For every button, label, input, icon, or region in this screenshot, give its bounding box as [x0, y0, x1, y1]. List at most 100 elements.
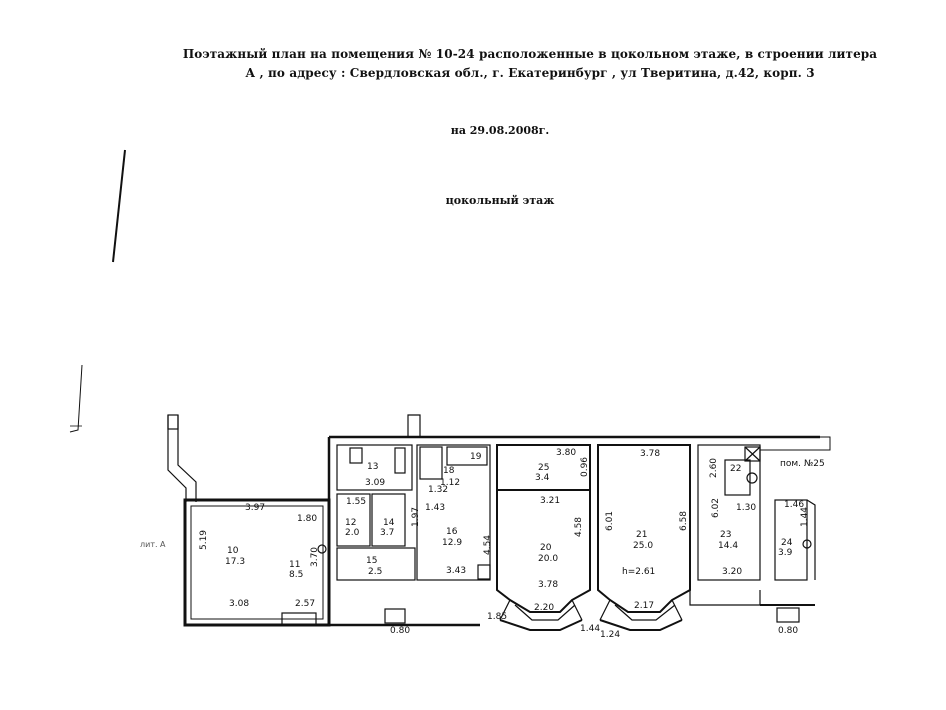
dimension-label: 1.44 — [800, 506, 811, 528]
bay-wall — [599, 599, 683, 621]
dimension-label: 3.08 — [229, 599, 250, 609]
dimension-label: 4.58 — [574, 516, 585, 538]
room-number: 21 — [636, 530, 648, 540]
document-title-line-1: Поэтажный план на помещения № 10-24 расп… — [182, 47, 878, 61]
room-area: 14.4 — [718, 541, 739, 551]
fixture — [317, 544, 327, 554]
dimension-label: 6.01 — [605, 510, 616, 532]
fixture-x — [744, 446, 761, 462]
dimension-label: 1.24 — [600, 630, 621, 640]
dimension-label: 0.80 — [390, 626, 411, 636]
room-number: 10 — [227, 546, 239, 556]
fixture — [802, 539, 812, 549]
wall-inner-left — [190, 505, 324, 620]
bay-wall — [499, 599, 583, 621]
dimension-label: 2.20 — [534, 603, 555, 613]
room-22 — [724, 459, 751, 496]
dimension-label: 5.19 — [199, 529, 210, 551]
dimension-label: 1.30 — [736, 503, 757, 513]
room-21 — [597, 444, 691, 613]
neighbor-room-label: пом. №25 — [780, 459, 825, 469]
fixture — [394, 447, 406, 474]
room-number: 23 — [720, 530, 732, 540]
fixture — [746, 472, 758, 484]
floor-label: цокольный этаж — [445, 194, 555, 207]
dimension-label: 1.46 — [784, 500, 805, 510]
dimension-label: 3.78 — [538, 580, 559, 590]
document-title-line-2: А , по адресу : Свердловская обл., г. Ек… — [245, 66, 815, 80]
room-number: 20 — [540, 543, 552, 553]
room-number: 14 — [383, 518, 395, 528]
room-area: 3.9 — [778, 548, 793, 558]
dimension-label: 3.21 — [540, 496, 561, 506]
dimension-label: 3.97 — [245, 503, 266, 513]
dimension-label: 1.32 — [428, 485, 449, 495]
room-area: 2.0 — [345, 528, 360, 538]
vent-stack — [167, 415, 197, 502]
vent-box — [167, 414, 179, 430]
room-number: 22 — [730, 464, 742, 474]
room-area: 25.0 — [633, 541, 654, 551]
dimension-label: 0.80 — [778, 626, 799, 636]
dimension-label: h=2.61 — [622, 567, 656, 577]
room-number: 25 — [538, 463, 550, 473]
fixture — [349, 447, 363, 464]
room-area: 1.12 — [440, 478, 461, 488]
dimension-label: 3.09 — [365, 478, 386, 488]
dimension-label: 4.54 — [483, 534, 494, 556]
room-area: 20.0 — [538, 554, 559, 564]
dimension-label: 3.80 — [556, 448, 577, 458]
litera-label: лит. А — [140, 540, 166, 549]
bay-inner — [614, 604, 676, 621]
room-number: 13 — [367, 462, 379, 472]
room-number: 11 — [289, 560, 301, 570]
room-number: 15 — [366, 556, 378, 566]
room-area: 8.5 — [289, 570, 304, 580]
dimension-label: 1.80 — [297, 514, 318, 524]
fixture-x — [744, 446, 761, 462]
room-14 — [371, 493, 406, 547]
room-area: 12.9 — [442, 538, 463, 548]
dimension-label: 3.20 — [722, 567, 743, 577]
dimension-label: 3.78 — [640, 449, 661, 459]
dimension-label: 1.55 — [346, 497, 367, 507]
margin-stroke — [69, 364, 83, 433]
dimension-label: 0.96 — [580, 456, 591, 478]
window-pit — [776, 607, 800, 623]
room-18 — [419, 446, 443, 480]
room-number: 12 — [345, 518, 357, 528]
dimension-label: 3.43 — [446, 566, 467, 576]
vent-top — [407, 414, 421, 437]
room-number: 16 — [446, 527, 458, 537]
document-date: на 29.08.2008г. — [450, 124, 550, 137]
margin-stroke — [112, 149, 126, 263]
dimension-label: 2.57 — [295, 599, 316, 609]
dimension-label: 6.58 — [679, 510, 690, 532]
dimension-label: 1.44 — [580, 624, 601, 634]
room-number: 24 — [781, 538, 793, 548]
dimension-label: 1.43 — [425, 503, 446, 513]
wall-right — [806, 499, 816, 580]
bay-outer — [599, 619, 683, 631]
window-pit — [281, 612, 317, 626]
room-12 — [336, 493, 371, 547]
room-number: 19 — [470, 452, 482, 462]
dimension-label: 2.17 — [634, 601, 655, 611]
wall-bottom — [689, 590, 761, 606]
room-16 — [416, 444, 491, 581]
room-area: 2.5 — [368, 567, 383, 577]
room-19 — [446, 446, 488, 466]
room-area: 3.7 — [380, 528, 395, 538]
dimension-label: 1.85 — [487, 612, 508, 622]
room-area: 17.3 — [225, 557, 246, 567]
bay-outer — [499, 619, 583, 631]
room-15 — [336, 547, 416, 581]
dimension-label: 6.02 — [711, 497, 722, 519]
room-13 — [336, 444, 413, 491]
dimension-label: 3.70 — [310, 546, 321, 568]
room-number: 18 — [443, 466, 455, 476]
room-23 — [697, 444, 761, 581]
top-right-ledge — [760, 436, 831, 451]
